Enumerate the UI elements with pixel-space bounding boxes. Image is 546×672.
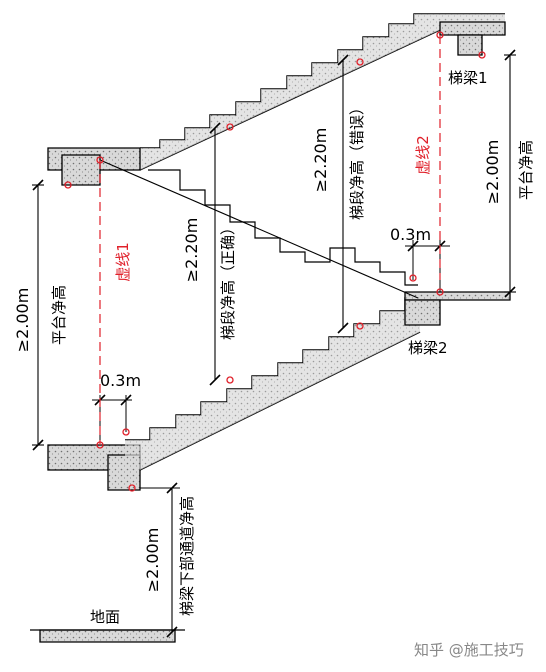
- upper-left-landing: [47, 147, 141, 186]
- lower-flight: [125, 292, 421, 471]
- offset-right-label: 0.3m: [390, 225, 431, 244]
- dim-offset-left: [92, 394, 132, 445]
- dim-stair-wrong: [337, 54, 349, 334]
- dim-right-platform: [504, 49, 516, 298]
- upper-right-landing: [439, 21, 506, 56]
- dashed1-label: 虚线1: [114, 242, 132, 282]
- red-points: [64, 31, 486, 492]
- stair-wrong-dim: ≥2.20m: [311, 128, 330, 193]
- under-beam-dim: ≥2.00m: [143, 528, 162, 593]
- stair-correct-dim: ≥2.20m: [182, 218, 201, 283]
- watermark: 知乎 @施工技巧: [414, 641, 524, 659]
- middle-landing: [404, 291, 511, 326]
- dashed2-label: 虚线2: [414, 135, 432, 175]
- platform-height-label: 平台净高: [50, 285, 68, 345]
- stair-wrong-label: 梯段净高（错误）: [348, 100, 366, 220]
- platform-height-right-dim: ≥2.00m: [483, 140, 502, 205]
- platform-height-dim: ≥2.00m: [13, 288, 32, 353]
- under-beam-label: 梯梁下部通道净高: [178, 496, 196, 616]
- dim-stair-correct: [209, 122, 221, 386]
- dim-under-beam: [140, 482, 180, 638]
- platform-height-right-label: 平台净高: [517, 140, 535, 200]
- ground-slab: [30, 629, 185, 643]
- beam2-label: 梯梁2: [408, 339, 448, 357]
- ground-label: 地面: [90, 608, 120, 626]
- dim-offset-right: [405, 240, 450, 292]
- middle-steps: [148, 169, 418, 286]
- dim-left-platform: [32, 179, 44, 451]
- offset-left-label: 0.3m: [100, 371, 141, 390]
- clearance-diagonal: [99, 159, 419, 299]
- stair-correct-label: 梯段净高（正确）: [219, 220, 237, 340]
- beam1-label: 梯梁1: [448, 69, 488, 87]
